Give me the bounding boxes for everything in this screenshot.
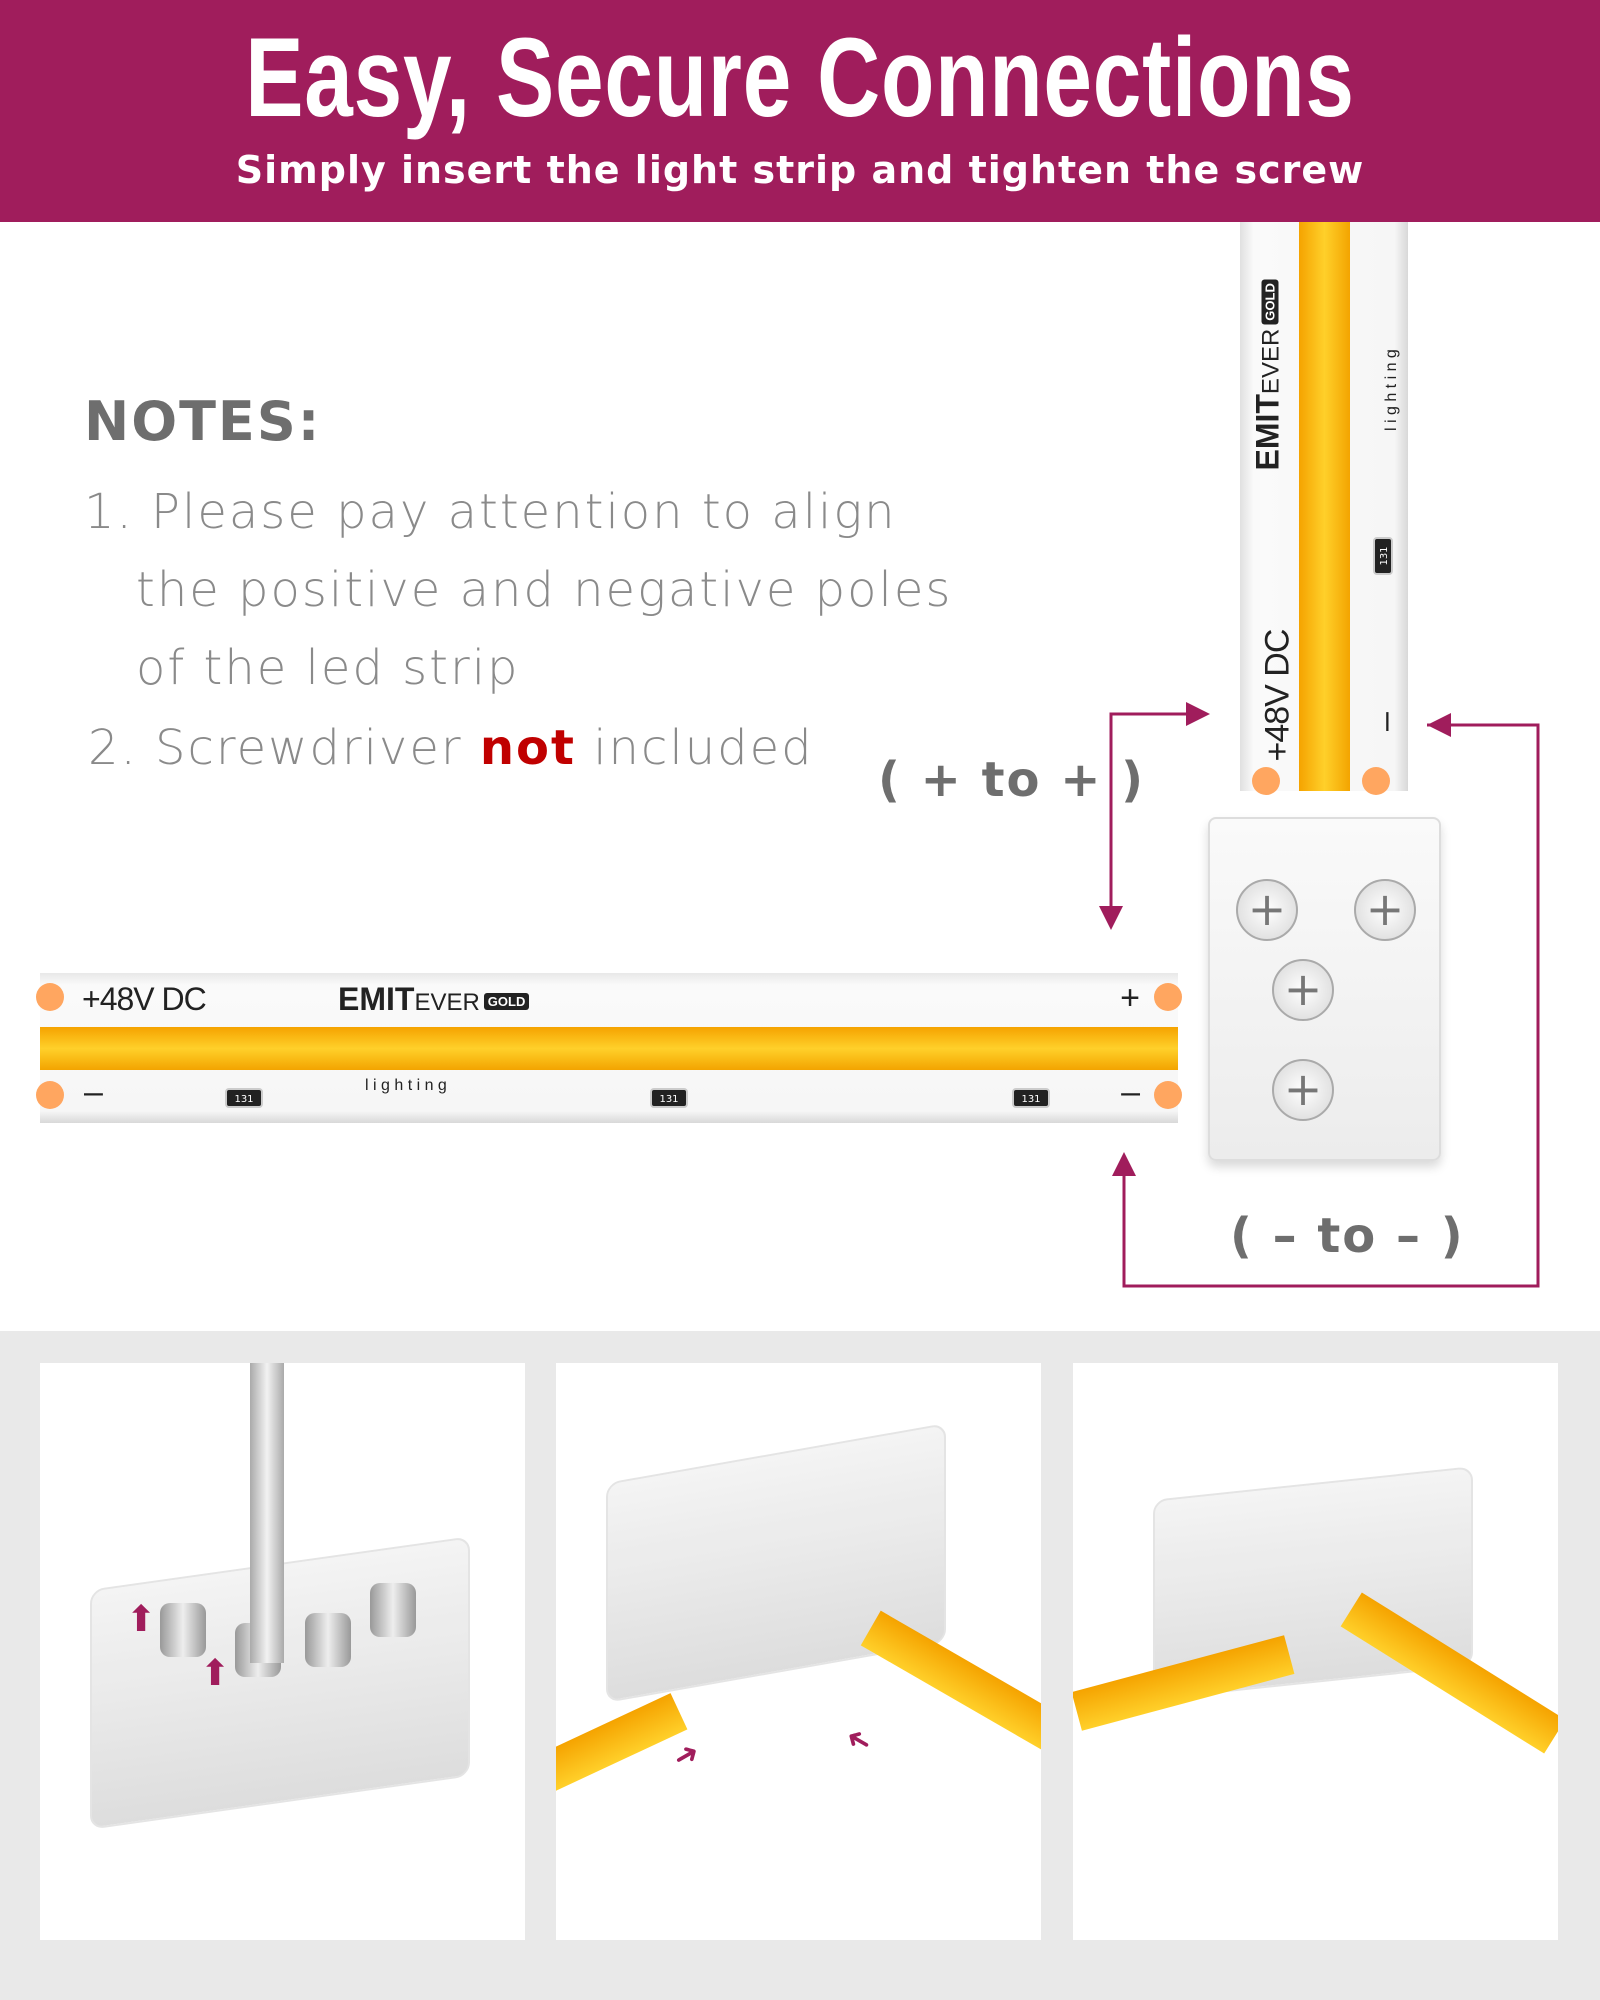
note-emphasis: not [479, 720, 576, 776]
resistor-chip: 131 [1012, 1088, 1050, 1108]
notes-heading: NOTES: [84, 390, 322, 453]
resistor-chip: 131 [650, 1088, 688, 1108]
note-1-line-3: of the led strip [136, 640, 520, 696]
led-strip-illustration [860, 1610, 1041, 1756]
screw-icon: + [1354, 879, 1416, 941]
voltage-label: +48V DC [82, 981, 207, 1017]
pad-icon [1252, 767, 1280, 795]
tagline: l i g h t i n g [365, 1077, 447, 1094]
pad-icon [36, 1081, 64, 1109]
negative-arrow-line [1122, 723, 1540, 1288]
negative-label: ( – to – ) [1230, 1208, 1465, 1264]
brand-logo: EMITEVERGOLD [1250, 231, 1287, 471]
arrow-head-icon [1186, 702, 1210, 726]
positive-arrow-line [1109, 712, 1206, 915]
screw-icon [370, 1583, 416, 1637]
tagline: l i g h t i n g [1383, 349, 1400, 431]
screwdriver-illustration [250, 1363, 284, 1663]
pad-icon [1154, 983, 1182, 1011]
minus-label: – [84, 1073, 103, 1111]
pad-icon [1154, 1081, 1182, 1109]
vertical-led-strip: +48V DC EMITEVERGOLD l i g h t i n g 131… [1240, 222, 1408, 795]
led-band [1299, 222, 1350, 791]
page-subtitle: Simply insert the light strip and tighte… [235, 148, 1365, 192]
resistor-chip: 131 [225, 1088, 263, 1108]
arrow-up-icon: ⬆ [200, 1653, 231, 1694]
arrow-up-icon: ⬆ [126, 1599, 157, 1640]
resistor-chip: 131 [1373, 537, 1393, 575]
led-band [40, 1027, 1178, 1070]
pad-icon [36, 983, 64, 1011]
screw-icon [160, 1603, 206, 1657]
step-3-panel [1073, 1363, 1558, 1940]
screw-icon: + [1236, 879, 1298, 941]
arrow-icon: ➜ [666, 1734, 707, 1777]
led-strip-illustration [556, 1693, 688, 1793]
screw-icon: + [1272, 959, 1334, 1021]
note-2: 2. Screwdriver not included [88, 720, 814, 776]
t-connector: + + + + [1208, 817, 1441, 1161]
page-title: Easy, Secure Connections [245, 15, 1355, 140]
minus-label: – [1121, 1073, 1140, 1111]
screw-icon: + [1272, 1059, 1334, 1121]
step-1-panel: ⬆ ⬆ [40, 1363, 525, 1940]
minus-label: – [1365, 712, 1404, 731]
step-2-panel: ➜ ➜ [556, 1363, 1041, 1940]
pad-icon [1362, 767, 1390, 795]
voltage-label: +48V DC [1258, 629, 1297, 762]
note-1-line-1: 1. Please pay attention to align [84, 484, 897, 540]
arrow-head-icon [1099, 906, 1123, 930]
note-1-line-2: the positive and negative poles [136, 562, 953, 618]
plus-label: + [1120, 979, 1140, 1017]
arrow-icon: ➜ [838, 1719, 879, 1762]
arrow-head-icon [1112, 1152, 1136, 1176]
screw-icon [305, 1613, 351, 1667]
positive-label: ( + to + ) [878, 752, 1146, 808]
header-banner: Easy, Secure Connections Simply insert t… [0, 0, 1600, 222]
arrow-head-icon [1427, 713, 1451, 737]
